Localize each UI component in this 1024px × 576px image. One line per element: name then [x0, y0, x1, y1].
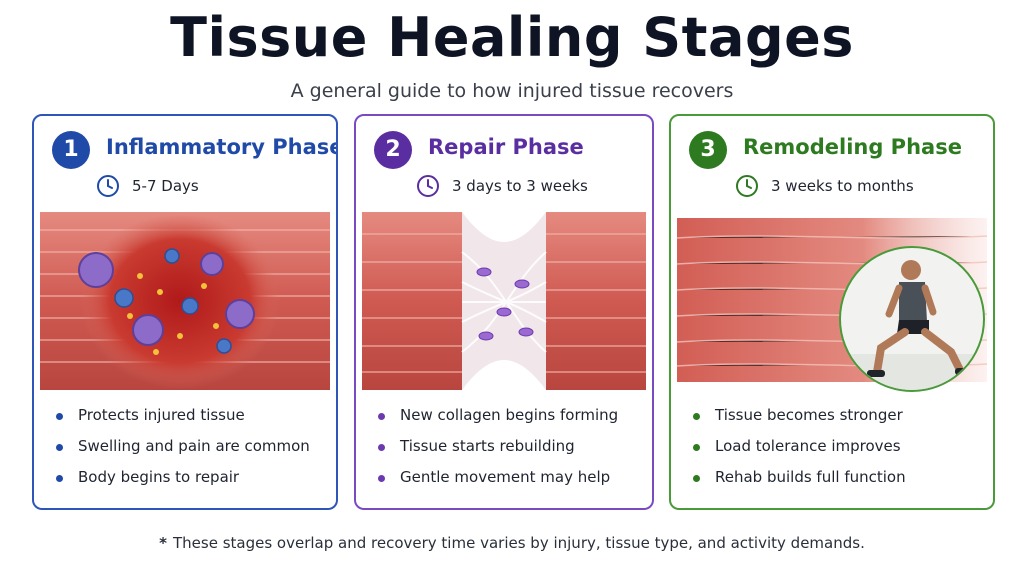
page-title: Tissue Healing Stages: [170, 6, 854, 69]
phase-title: Inflammatory Phase: [106, 135, 338, 159]
athlete-lunge-photo: [839, 246, 985, 392]
phase-title: Repair Phase: [428, 135, 584, 159]
list-item: New collagen begins forming: [378, 406, 618, 437]
duration-text: 5-7 Days: [132, 177, 199, 195]
phase-header: 3 Remodeling Phase: [671, 128, 993, 172]
phase-number-badge: 1: [52, 131, 90, 169]
footnote-asterisk: *: [159, 534, 167, 552]
athlete-figure: [841, 260, 983, 390]
phase-header: 1 Inflammatory Phase: [34, 128, 336, 172]
duration-text: 3 weeks to months: [771, 177, 914, 195]
list-item: Swelling and pain are common: [56, 437, 310, 468]
list-item: Rehab builds full function: [693, 468, 906, 499]
list-item: Tissue becomes stronger: [693, 406, 906, 437]
phase-card-remodeling: 3 Remodeling Phase 3 weeks to months: [669, 114, 995, 510]
phase-number-badge: 3: [689, 131, 727, 169]
clock-icon: [97, 175, 119, 197]
phase-card-repair: 2 Repair Phase 3 days to 3 weeks: [354, 114, 654, 510]
footnote-text: These stages overlap and recovery time v…: [173, 534, 865, 552]
phase-bullet-list: Protects injured tissue Swelling and pai…: [56, 406, 310, 499]
phase-card-inflammatory: 1 Inflammatory Phase 5-7 Days: [32, 114, 338, 510]
phase-title: Remodeling Phase: [743, 135, 962, 159]
phase-bullet-list: Tissue becomes stronger Load tolerance i…: [693, 406, 906, 499]
clock-icon: [417, 175, 439, 197]
list-item: Protects injured tissue: [56, 406, 310, 437]
list-item: Gentle movement may help: [378, 468, 618, 499]
phase-bullet-list: New collagen begins forming Tissue start…: [378, 406, 618, 499]
list-item: Tissue starts rebuilding: [378, 437, 618, 468]
repairing-tissue-illustration: [362, 212, 646, 390]
duration-text: 3 days to 3 weeks: [452, 177, 588, 195]
phase-header: 2 Repair Phase: [356, 128, 652, 172]
phase-number-badge: 2: [374, 131, 412, 169]
list-item: Load tolerance improves: [693, 437, 906, 468]
list-item: Body begins to repair: [56, 468, 310, 499]
footnote: * These stages overlap and recovery time …: [0, 534, 1024, 552]
page-subtitle: A general guide to how injured tissue re…: [290, 80, 734, 102]
clock-icon: [736, 175, 758, 197]
injured-tissue-illustration: [40, 212, 330, 390]
